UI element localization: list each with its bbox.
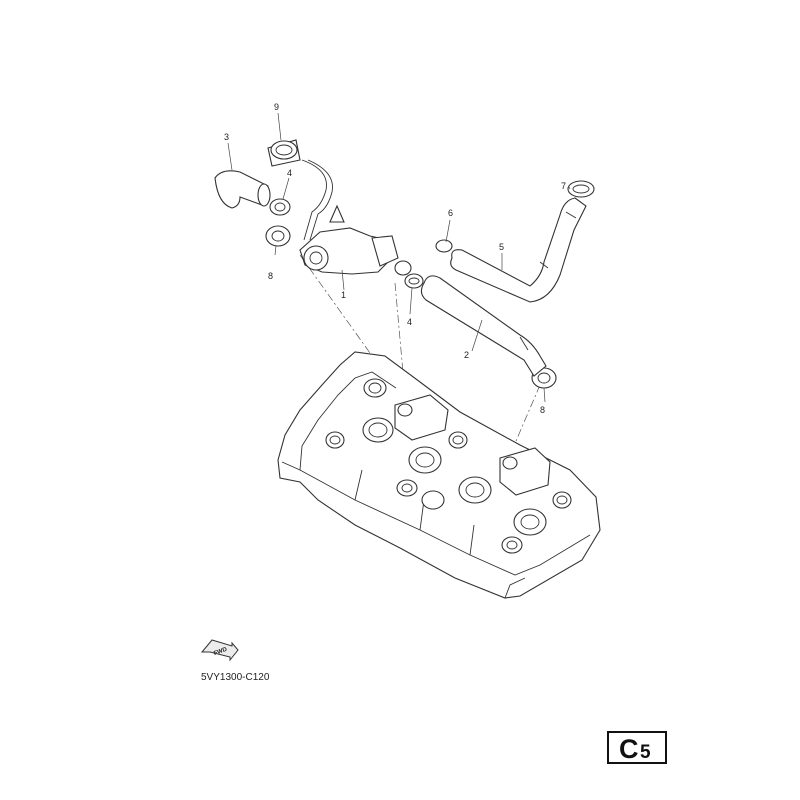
page-badge-number: 5: [640, 742, 651, 763]
callout-6: 6: [448, 208, 453, 218]
part-2-hose: [420, 275, 547, 377]
part-3-air-duct: [214, 170, 271, 209]
part-6-clip: [435, 239, 453, 253]
callout-8-left: 8: [268, 271, 273, 281]
fwd-label: FWD: [213, 647, 229, 658]
callout-8-right: 8: [540, 405, 545, 415]
callout-9: 9: [274, 102, 279, 112]
callout-4-upper: 4: [287, 168, 292, 178]
leader-lines: [227, 112, 571, 403]
page-badge: C 5: [607, 731, 667, 764]
callout-7: 7: [561, 181, 566, 191]
page-badge-letter: C: [619, 734, 639, 764]
callout-5: 5: [499, 242, 504, 252]
part-9-clip: [267, 139, 301, 167]
fwd-arrow-icon: FWD: [200, 639, 239, 662]
callout-numbers: 1 2 3 4 4 5 6 7 8 8 9: [224, 102, 566, 415]
diagram-code: 5VY1300-C120: [201, 672, 270, 683]
assembly-guide-lines: [299, 254, 541, 456]
part-1-cut-off-valve: [299, 159, 412, 276]
callout-2: 2: [464, 350, 469, 360]
callout-4-lower: 4: [407, 317, 412, 327]
part-4-clip-lower: [404, 273, 424, 289]
part-4-clip-upper: [269, 198, 291, 216]
cylinder-head-cover: [277, 351, 601, 599]
callout-1: 1: [341, 290, 346, 300]
part-5-hose: [450, 197, 587, 303]
part-8-clip-left: [265, 225, 291, 247]
part-7-clip: [567, 180, 595, 198]
callout-3: 3: [224, 132, 229, 142]
